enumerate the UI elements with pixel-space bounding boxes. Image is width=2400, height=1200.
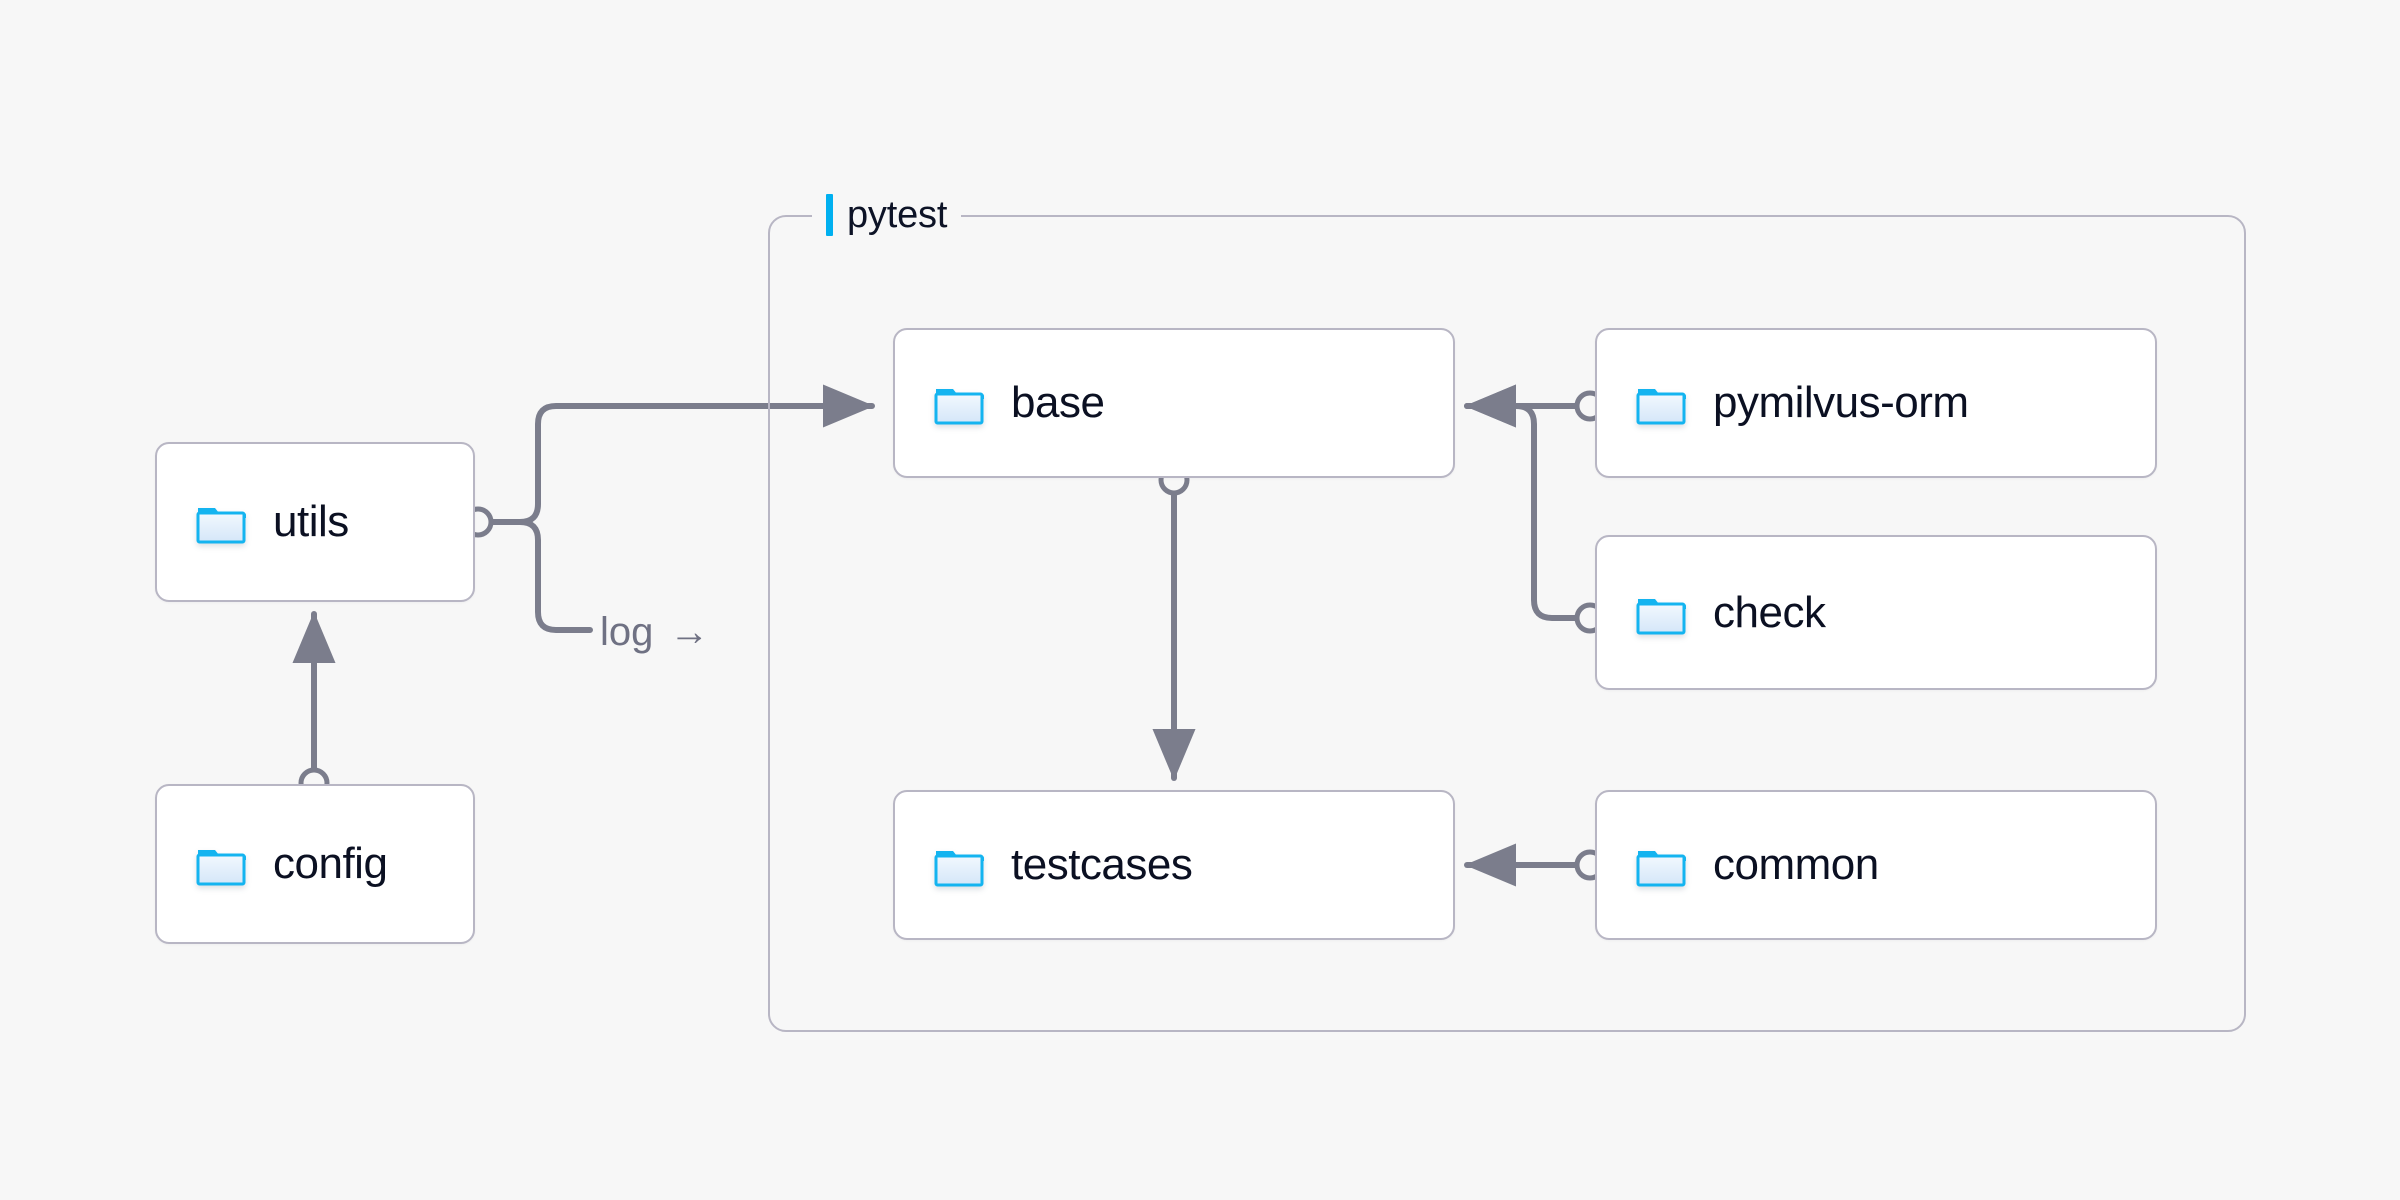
folder-icon (933, 380, 985, 426)
node-label-utils: utils (273, 497, 349, 546)
node-label-common: common (1713, 840, 1879, 889)
edge-utils-to-log (487, 519, 593, 633)
edge-label-text: log (600, 610, 654, 654)
node-label-base: base (1011, 378, 1105, 427)
group-accent-bar (826, 194, 833, 236)
node-utils[interactable]: utils (155, 442, 475, 602)
pytest-group-container[interactable] (768, 215, 2246, 1032)
node-config[interactable]: config (155, 784, 475, 944)
pytest-group-label: pytest (812, 191, 962, 239)
folder-icon (195, 841, 247, 887)
folder-icon (1635, 590, 1687, 636)
node-label-config: config (273, 839, 388, 888)
node-label-check: check (1713, 587, 1826, 637)
node-pymilvus-orm[interactable]: pymilvus-orm (1595, 328, 2157, 478)
folder-icon (1635, 380, 1687, 426)
node-label-pymilvus-orm: pymilvus-orm (1713, 378, 1969, 427)
log-label: log → (600, 612, 709, 652)
folder-icon (195, 499, 247, 545)
folder-icon (933, 842, 985, 888)
node-check[interactable]: check (1595, 535, 2157, 690)
node-testcases[interactable]: testcases (893, 790, 1455, 940)
node-label-testcases: testcases (1011, 840, 1193, 889)
arrow-right-icon: → (669, 610, 710, 654)
group-label-text: pytest (847, 193, 948, 236)
node-base[interactable]: base (893, 328, 1455, 478)
folder-icon (1635, 842, 1687, 888)
node-common[interactable]: common (1595, 790, 2157, 940)
